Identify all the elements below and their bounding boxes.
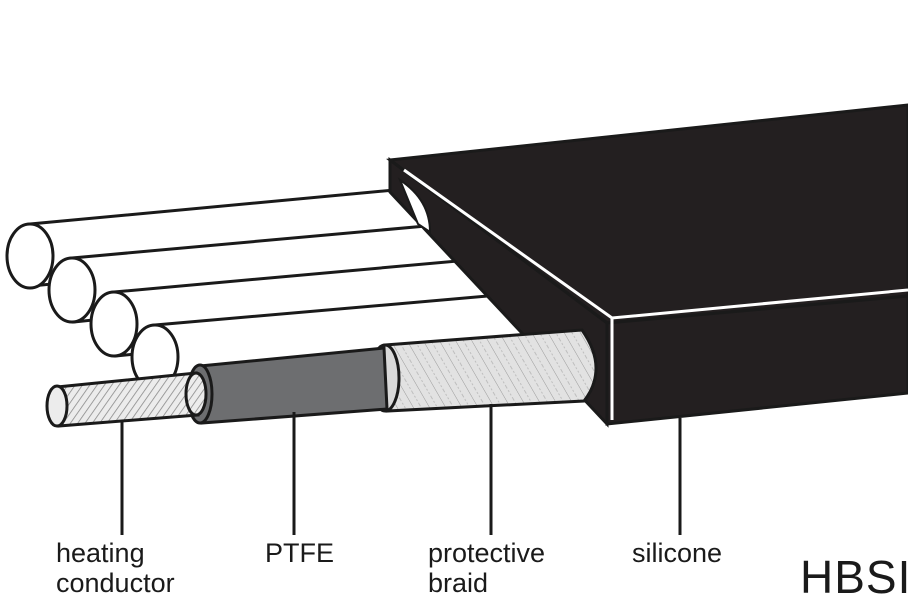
- label-heating-conductor: heating conductor: [56, 538, 175, 598]
- label-ptfe: PTFE: [265, 538, 335, 568]
- label-heating-line-1: heating: [56, 538, 145, 568]
- protective-braid: [369, 328, 598, 413]
- heating-conductor: [45, 371, 208, 428]
- label-silicone: silicone: [632, 538, 723, 568]
- label-braid-line-1: protective: [428, 538, 546, 568]
- label-protective-braid: protective braid: [428, 538, 545, 598]
- label-braid-line-2: braid: [428, 568, 489, 598]
- label-heating-line-2: conductor: [56, 568, 175, 598]
- silicone-jacket: [386, 103, 908, 428]
- product-code: HBSI: [800, 551, 908, 603]
